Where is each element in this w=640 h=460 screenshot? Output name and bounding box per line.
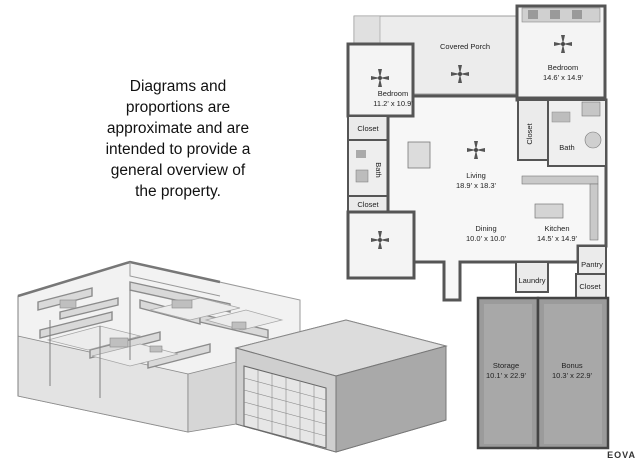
label-bedroom-2: Bedroom [378,89,408,98]
label-master-bedroom: Bedroom [548,63,578,72]
label-closet-2: Closet [357,200,379,209]
label-laundry: Laundry [518,276,545,285]
disclaimer-line: the property. [135,183,221,200]
label-dining: Dining [475,224,496,233]
bedroom-2-area [346,42,415,118]
label-closet-4: Closet [579,282,601,291]
label-closet-3: Closet [525,122,534,144]
label-bedroom-2-dims: 11.2' x 10.9' [373,99,413,108]
label-storage-dims: 10.1' x 22.9' [486,371,527,380]
disclaimer-text: Diagrams and proportions are approximate… [78,76,278,202]
label-covered-porch: Covered Porch [440,42,490,51]
label-pantry: Pantry [581,260,603,269]
disclaimer-line: proportions are [125,99,231,116]
disclaimer-line: approximate and are [106,120,250,137]
label-living-dims: 18.9' x 18.3' [456,181,497,190]
label-kitchen: Kitchen [544,224,569,233]
label-living: Living [466,171,486,180]
label-bonus: Bonus [561,361,583,370]
label-bath-2: Bath [559,143,574,152]
label-bath-1: Bath [374,162,383,177]
floor-plan-2d [346,4,610,450]
label-storage: Storage [493,361,519,370]
label-kitchen-dims: 14.5' x 14.9' [537,234,578,243]
brand-logo: EOVA [607,450,636,460]
label-master-bedroom-dims: 14.6' x 14.9' [543,73,584,82]
disclaimer-line: Diagrams and [129,78,227,95]
label-closet-1: Closet [357,124,379,133]
disclaimer-line: intended to provide a [105,141,251,158]
label-bonus-dims: 10.3' x 22.9' [552,371,593,380]
disclaimer-line: general overview of [110,162,246,179]
isometric-3d-view [17,260,448,453]
label-dining-dims: 10.0' x 10.0' [466,234,507,243]
